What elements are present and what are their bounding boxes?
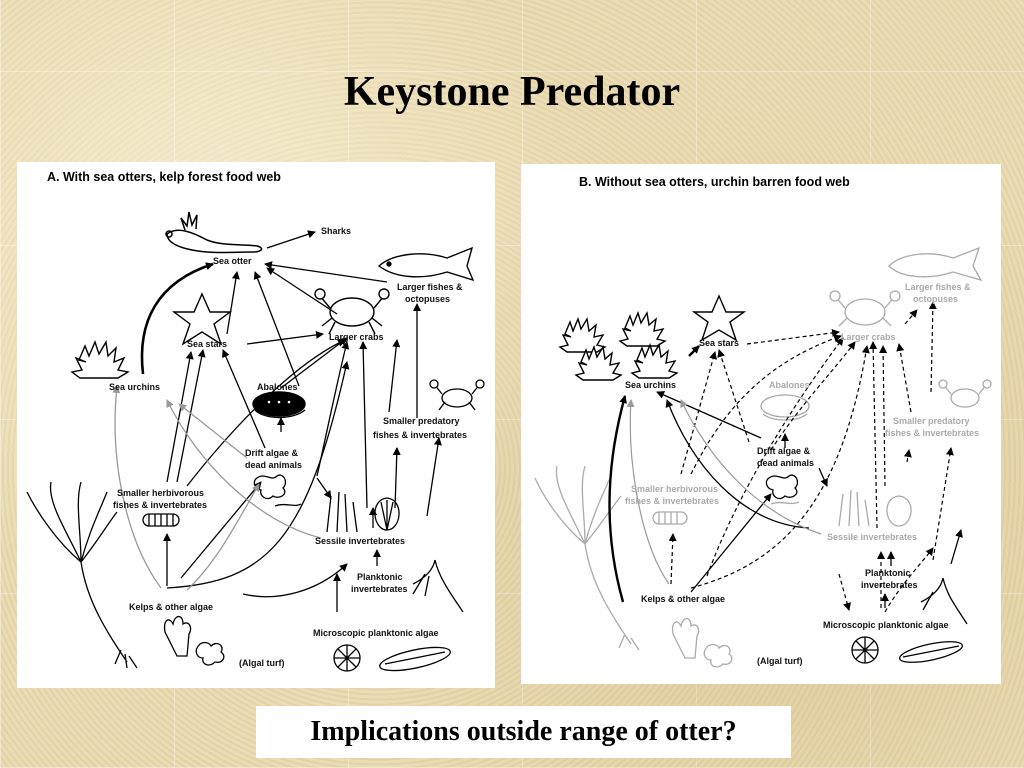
food-web-gray-arrows	[626, 399, 822, 585]
smaller-predatory-label: Smaller predatory	[893, 416, 970, 426]
faded-sessile-invertebrates-icon	[838, 489, 912, 527]
kelps-label: Kelps & other algae	[129, 602, 213, 612]
starfish-icon	[171, 292, 233, 346]
sea-urchins-label: Sea urchins	[625, 380, 676, 390]
larger-crabs-label: Larger crabs	[329, 332, 384, 342]
planktonic-label: Planktonic	[357, 572, 403, 582]
octopuses-label: octopuses	[913, 294, 958, 304]
abalones-label: Abalones	[257, 382, 298, 392]
abalones-label: Abalones	[769, 380, 810, 390]
drift-algae-label: Drift algae &	[245, 448, 299, 458]
octopuses-label: octopuses	[405, 294, 450, 304]
food-web-with-otters-diagram: A. With sea otters, kelp forest food web	[26, 170, 485, 672]
planktonic-invertebrate-icon	[412, 559, 464, 613]
faded-kelp-icon	[534, 465, 640, 651]
smaller-herbivorous-label-2: fishes & invertebrates	[625, 496, 719, 506]
smaller-predatory-label-2: fishes & invertebrates	[885, 428, 979, 438]
slide-title: Keystone Predator	[343, 69, 681, 115]
food-web-gray-arrows	[112, 385, 322, 591]
planktonic-invertebrate-icon	[920, 577, 968, 625]
planktonic-invertebrates-label: invertebrates	[351, 584, 408, 594]
microscopic-algae-label: Microscopic planktonic algae	[313, 628, 439, 638]
larger-fishes-label: Larger fishes &	[905, 282, 971, 292]
panel-b-title: B. Without sea otters, urchin barren foo…	[579, 175, 850, 189]
food-web-with-otters-panel: A. With sea otters, kelp forest food web	[17, 162, 495, 688]
dead-animals-label: dead animals	[245, 460, 302, 470]
sea-urchins-cluster-icon	[558, 310, 679, 381]
sessile-invertebrates-icon	[326, 491, 400, 533]
food-web-dashed-arrows	[668, 301, 954, 613]
food-web-arrows	[608, 345, 963, 608]
algal-turf-label: (Algal turf)	[757, 656, 803, 666]
algal-turf-label: (Algal turf)	[239, 658, 285, 668]
faded-crab-icon	[829, 290, 901, 327]
sharks-label: Sharks	[321, 226, 351, 236]
planktonic-invertebrates-label: invertebrates	[861, 580, 918, 590]
faded-small-crab-icon	[938, 379, 992, 408]
dead-animals-label: dead animals	[757, 458, 814, 468]
algal-turf-icon	[163, 615, 225, 666]
shrimp-icon	[142, 513, 180, 527]
diatom-icon	[851, 636, 963, 664]
drift-algae-icon	[253, 474, 302, 507]
kelp-icon	[26, 481, 138, 669]
smaller-herbivorous-label-2: fishes & invertebrates	[113, 500, 207, 510]
faded-fish-icon	[888, 246, 983, 282]
caption-box: Implications outside range of otter?	[256, 706, 791, 758]
sea-otter-label: Sea otter	[213, 256, 252, 266]
microscopic-algae-label: Microscopic planktonic algae	[823, 620, 949, 630]
sessile-invertebrates-label: Sessile invertebrates	[827, 532, 917, 542]
panel-a-title: A. With sea otters, kelp forest food web	[47, 170, 281, 184]
drift-algae-icon	[765, 474, 800, 505]
smaller-predatory-label: Smaller predatory	[383, 416, 460, 426]
larger-crabs-label: Larger crabs	[841, 332, 896, 342]
smaller-herbivorous-label: Smaller herbivorous	[117, 488, 204, 498]
food-web-arrows	[140, 230, 442, 612]
faded-shrimp-icon	[652, 511, 688, 525]
sea-otter-icon	[165, 211, 263, 254]
faded-abalone-icon	[760, 394, 810, 421]
smaller-predatory-label-2: fishes & invertebrates	[373, 430, 467, 440]
sea-stars-label: Sea stars	[187, 339, 227, 349]
larger-fishes-label: Larger fishes &	[397, 282, 463, 292]
food-web-without-otters-panel: B. Without sea otters, urchin barren foo…	[521, 164, 1001, 684]
sea-stars-label: Sea stars	[699, 338, 739, 348]
starfish-icon	[691, 294, 747, 342]
sea-urchin-icon	[70, 339, 130, 379]
kelps-label: Kelps & other algae	[641, 594, 725, 604]
sessile-invertebrates-label: Sessile invertebrates	[315, 536, 405, 546]
diatom-icon	[333, 644, 451, 672]
small-crab-icon	[429, 379, 485, 411]
planktonic-label: Planktonic	[865, 568, 911, 578]
sea-urchins-label: Sea urchins	[109, 382, 160, 392]
faded-algal-turf-icon	[671, 617, 733, 668]
food-web-without-otters-diagram: B. Without sea otters, urchin barren foo…	[534, 175, 992, 668]
drift-algae-label: Drift algae &	[757, 446, 811, 456]
smaller-herbivorous-label: Smaller herbivorous	[631, 484, 718, 494]
crab-icon	[314, 288, 390, 335]
fish-icon	[377, 246, 475, 282]
abalone-icon	[252, 391, 306, 419]
